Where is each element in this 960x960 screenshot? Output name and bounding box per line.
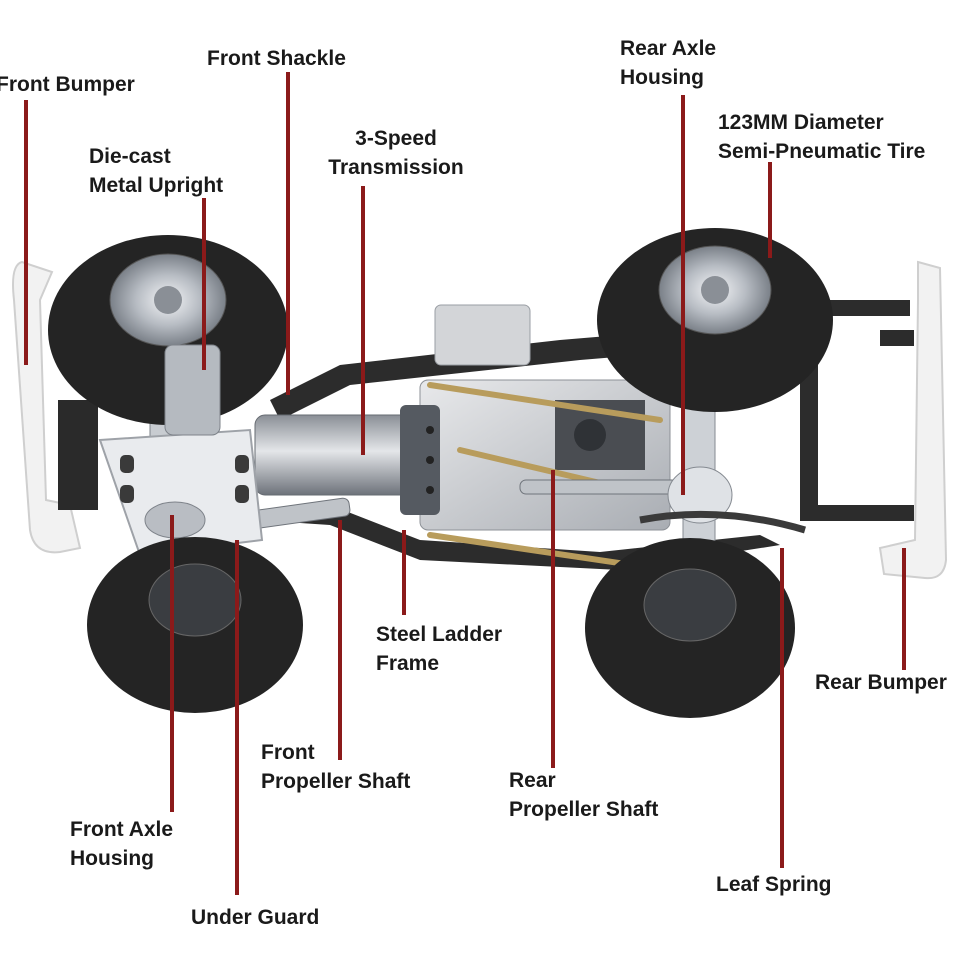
transmission — [254, 405, 440, 515]
label-front-bumper: Front Bumper — [0, 73, 135, 96]
label-front-propeller-shaft: Front Propeller Shaft — [261, 741, 411, 793]
tire-front-top — [48, 235, 288, 425]
leader-lines — [24, 72, 906, 895]
label-die-cast-upright: Die-cast Metal Upright — [89, 145, 224, 197]
label-rear-axle-housing: Rear Axle Housing — [620, 37, 717, 89]
die-cast-upright — [164, 344, 221, 436]
rear-bumper — [878, 260, 948, 580]
label-rear-bumper: Rear Bumper — [815, 671, 947, 694]
label-front-shackle: Front Shackle — [207, 47, 346, 70]
label-steel-ladder-frame: Steel Ladder Frame — [376, 623, 503, 675]
propeller-shafts — [239, 479, 691, 531]
front-bumper — [12, 260, 98, 554]
tire-rear-bottom — [585, 538, 795, 718]
tire-rear-top — [597, 228, 833, 412]
label-front-axle-housing: Front Axle Housing — [70, 818, 174, 870]
label-transmission: 3-Speed Transmission — [328, 127, 464, 179]
label-leaf-spring: Leaf Spring — [716, 873, 832, 896]
label-tire: 123MM Diameter Semi-Pneumatic Tire — [718, 111, 926, 163]
label-under-guard: Under Guard — [191, 906, 320, 929]
label-rear-propeller-shaft: Rear Propeller Shaft — [509, 769, 659, 821]
leaf-spring — [639, 510, 806, 534]
under-guard — [98, 428, 264, 557]
tire-front-bottom — [87, 537, 303, 713]
